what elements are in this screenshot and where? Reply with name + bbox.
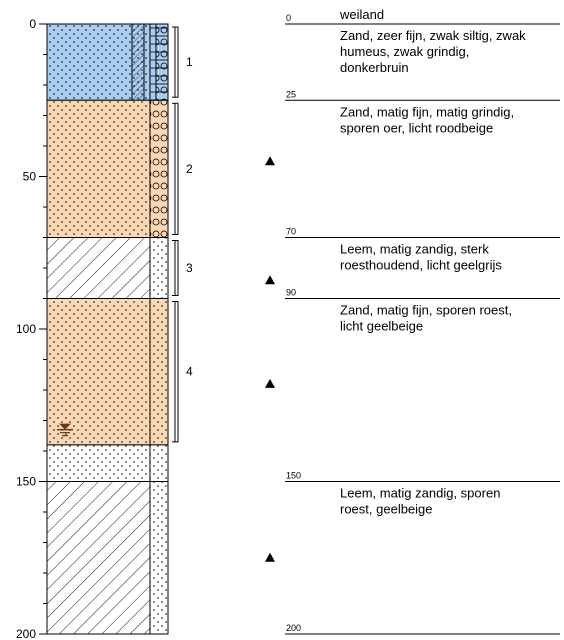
description-line: Zand, matig fijn, sporen roest, <box>340 303 512 318</box>
layer-pattern <box>47 100 150 238</box>
sample-number: 3 <box>186 261 193 275</box>
description-line: donkerbruin <box>340 60 409 75</box>
triangle-marker-icon <box>265 275 275 285</box>
groundwater-icon <box>57 423 73 437</box>
sample-number: 4 <box>186 365 193 379</box>
description-line: Zand, zeer fijn, zwak siltig, zwak <box>340 28 526 43</box>
sample-markers <box>265 156 275 562</box>
tick-label: 200 <box>16 627 36 640</box>
layer-pattern <box>47 237 150 299</box>
description-line: licht geelbeige <box>340 319 423 334</box>
description-line: sporen oer, licht roodbeige <box>340 120 493 135</box>
description-line: Leem, matig zandig, sterk <box>340 242 489 257</box>
layer-strip-pattern <box>150 298 168 445</box>
description-depth-label: 200 <box>286 623 301 633</box>
description-depth-label: 90 <box>286 288 296 298</box>
layer-strip-pattern <box>150 237 168 299</box>
layer-strip-pattern <box>150 444 168 482</box>
tick-label: 0 <box>29 17 36 31</box>
layer-strip-pattern <box>150 100 168 238</box>
lithology-column <box>46 23 169 635</box>
layer-border <box>46 481 169 635</box>
sample-intervals: 1 2 3 4 <box>172 26 193 443</box>
triangle-marker-icon <box>265 156 275 166</box>
description-depth-label: 150 <box>286 471 301 481</box>
description-line: roest, geelbeige <box>340 502 433 517</box>
description-depth-label: 25 <box>286 89 296 99</box>
silt-strip <box>132 24 144 101</box>
sample-number: 1 <box>186 55 193 69</box>
surface-label: weiland <box>339 7 384 22</box>
layer-strip-pattern <box>150 481 168 634</box>
tick-label: 100 <box>16 322 36 336</box>
description-depth-label: 0 <box>286 13 291 23</box>
tick-label: 50 <box>23 170 37 184</box>
description-line: roesthoudend, licht geelgrijs <box>340 258 502 273</box>
description-depth-label: 70 <box>286 227 296 237</box>
layer-pattern <box>47 444 150 482</box>
triangle-marker-icon <box>265 552 275 562</box>
groundwater-triangle <box>59 423 71 430</box>
layer-pattern <box>47 298 150 445</box>
description-line: Zand, matig fijn, matig grindig, <box>340 104 514 119</box>
triangle-marker-icon <box>265 378 275 388</box>
layer-pattern <box>47 481 150 634</box>
sample-number: 2 <box>186 162 193 176</box>
tick-label: 150 <box>16 475 36 489</box>
description-line: Leem, matig zandig, sporen <box>340 486 500 501</box>
gravel-strip <box>156 24 168 101</box>
description-line: humeus, zwak grindig, <box>340 44 469 59</box>
depth-axis: 0 50 100 150 200 <box>16 17 48 640</box>
